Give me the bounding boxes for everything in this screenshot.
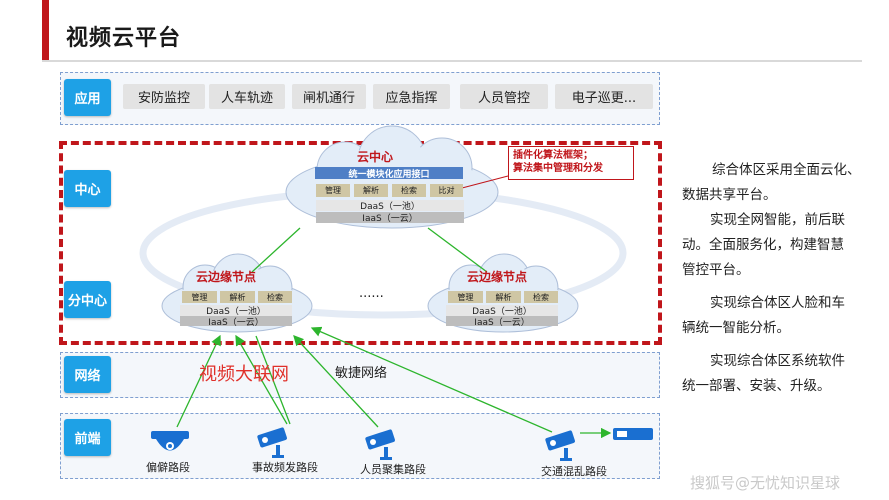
page-title: 视频云平台 <box>66 26 182 51</box>
network-layer-box <box>60 352 660 398</box>
module-search: 检索 <box>392 184 426 197</box>
description-line: 实现综合体区系统软件 <box>710 353 845 369</box>
description-line: 动。全面服务化，构建智慧 <box>682 237 844 253</box>
module-manage: 管理 <box>182 291 217 303</box>
arrow-camera-1 <box>176 334 221 428</box>
camera-caption: 人员聚集路段 <box>360 463 426 476</box>
agile-network-label: 敏捷网络 <box>335 366 388 381</box>
description-line: 综合体区采用全面云化、 <box>712 162 861 178</box>
camera-caption: 交通混乱路段 <box>541 465 607 478</box>
module-compare: 比对 <box>430 184 463 197</box>
title-accent-bar <box>42 0 49 60</box>
bullet-camera-icon <box>257 427 287 458</box>
daas-bar: DaaS（一池） <box>316 200 464 212</box>
arrow-camera-2b <box>255 335 291 425</box>
unified-interface-bar: 统一模块化应用接口 <box>315 167 463 180</box>
description-line: 数据共享平台。 <box>682 187 777 203</box>
note-line-2: 算法集中管理和分发 <box>513 163 603 174</box>
module-parse: 解析 <box>220 291 255 303</box>
layer-label-app: 应用 <box>64 79 111 116</box>
module-parse: 解析 <box>486 291 521 303</box>
description-line: 实现综合体区人脸和车 <box>710 295 845 311</box>
module-parse: 解析 <box>354 184 388 197</box>
description-text: 综合体区采用全面云化、 数据共享平台。 实现全网智能，前后联 动。全面服务化，构… <box>682 158 882 399</box>
link-center-left <box>251 227 301 273</box>
layer-label-center: 中心 <box>64 170 111 207</box>
description-line: 辆统一智能分析。 <box>682 320 790 336</box>
app-item: 电子巡更... <box>555 84 653 109</box>
layer-label-front: 前端 <box>64 419 111 456</box>
description-line: 统一部署、安装、升级。 <box>682 378 831 394</box>
camera-caption: 事故频发路段 <box>252 461 318 474</box>
dome-camera-icon <box>151 431 189 451</box>
edge-right-label: 云边缘节点 <box>467 270 528 284</box>
arrow-camera-3 <box>293 335 379 428</box>
description-line: 管控平台。 <box>682 262 750 278</box>
cloud-center-label: 云中心 <box>357 150 394 164</box>
daas-bar: DaaS（一池） <box>180 305 292 317</box>
app-item: 闸机通行 <box>292 84 366 109</box>
app-item: 人员管控 <box>460 84 548 109</box>
module-manage: 管理 <box>448 291 483 303</box>
iaas-bar: IaaS（一云） <box>316 212 464 224</box>
plugin-note-box: 插件化算法框架； 算法集中管理和分发 <box>508 146 634 180</box>
camera-caption: 偏僻路段 <box>146 461 190 474</box>
bullet-camera-icon <box>365 429 395 460</box>
layer-label-network: 网络 <box>64 356 111 393</box>
more-nodes-ellipsis: ...... <box>359 286 384 301</box>
watermark: 搜狐号@无忧知识星球 <box>690 474 841 492</box>
radar-device-icon <box>613 428 653 440</box>
bullet-camera-icon <box>545 430 575 461</box>
arrow-camera-4 <box>310 326 553 433</box>
note-pointer <box>461 175 509 189</box>
module-search: 检索 <box>524 291 558 303</box>
video-network-label: 视频大联网 <box>199 364 289 385</box>
description-line: 实现全网智能，前后联 <box>710 212 845 228</box>
note-line-1: 插件化算法框架； <box>513 150 593 161</box>
title-divider <box>42 60 862 62</box>
center-frame <box>59 141 662 345</box>
daas-bar: DaaS（一池） <box>446 305 558 317</box>
app-item: 应急指挥 <box>373 84 450 109</box>
module-search: 检索 <box>258 291 292 303</box>
module-manage: 管理 <box>316 184 350 197</box>
iaas-bar: IaaS（一云） <box>180 316 292 328</box>
arrow-camera-2a <box>235 334 288 425</box>
layer-label-sub-center: 分中心 <box>64 281 111 318</box>
iaas-bar: IaaS（一云） <box>446 316 558 328</box>
app-item: 安防监控 <box>123 84 205 109</box>
app-item: 人车轨迹 <box>209 84 285 109</box>
edge-left-label: 云边缘节点 <box>196 270 257 284</box>
link-center-right <box>427 227 488 273</box>
